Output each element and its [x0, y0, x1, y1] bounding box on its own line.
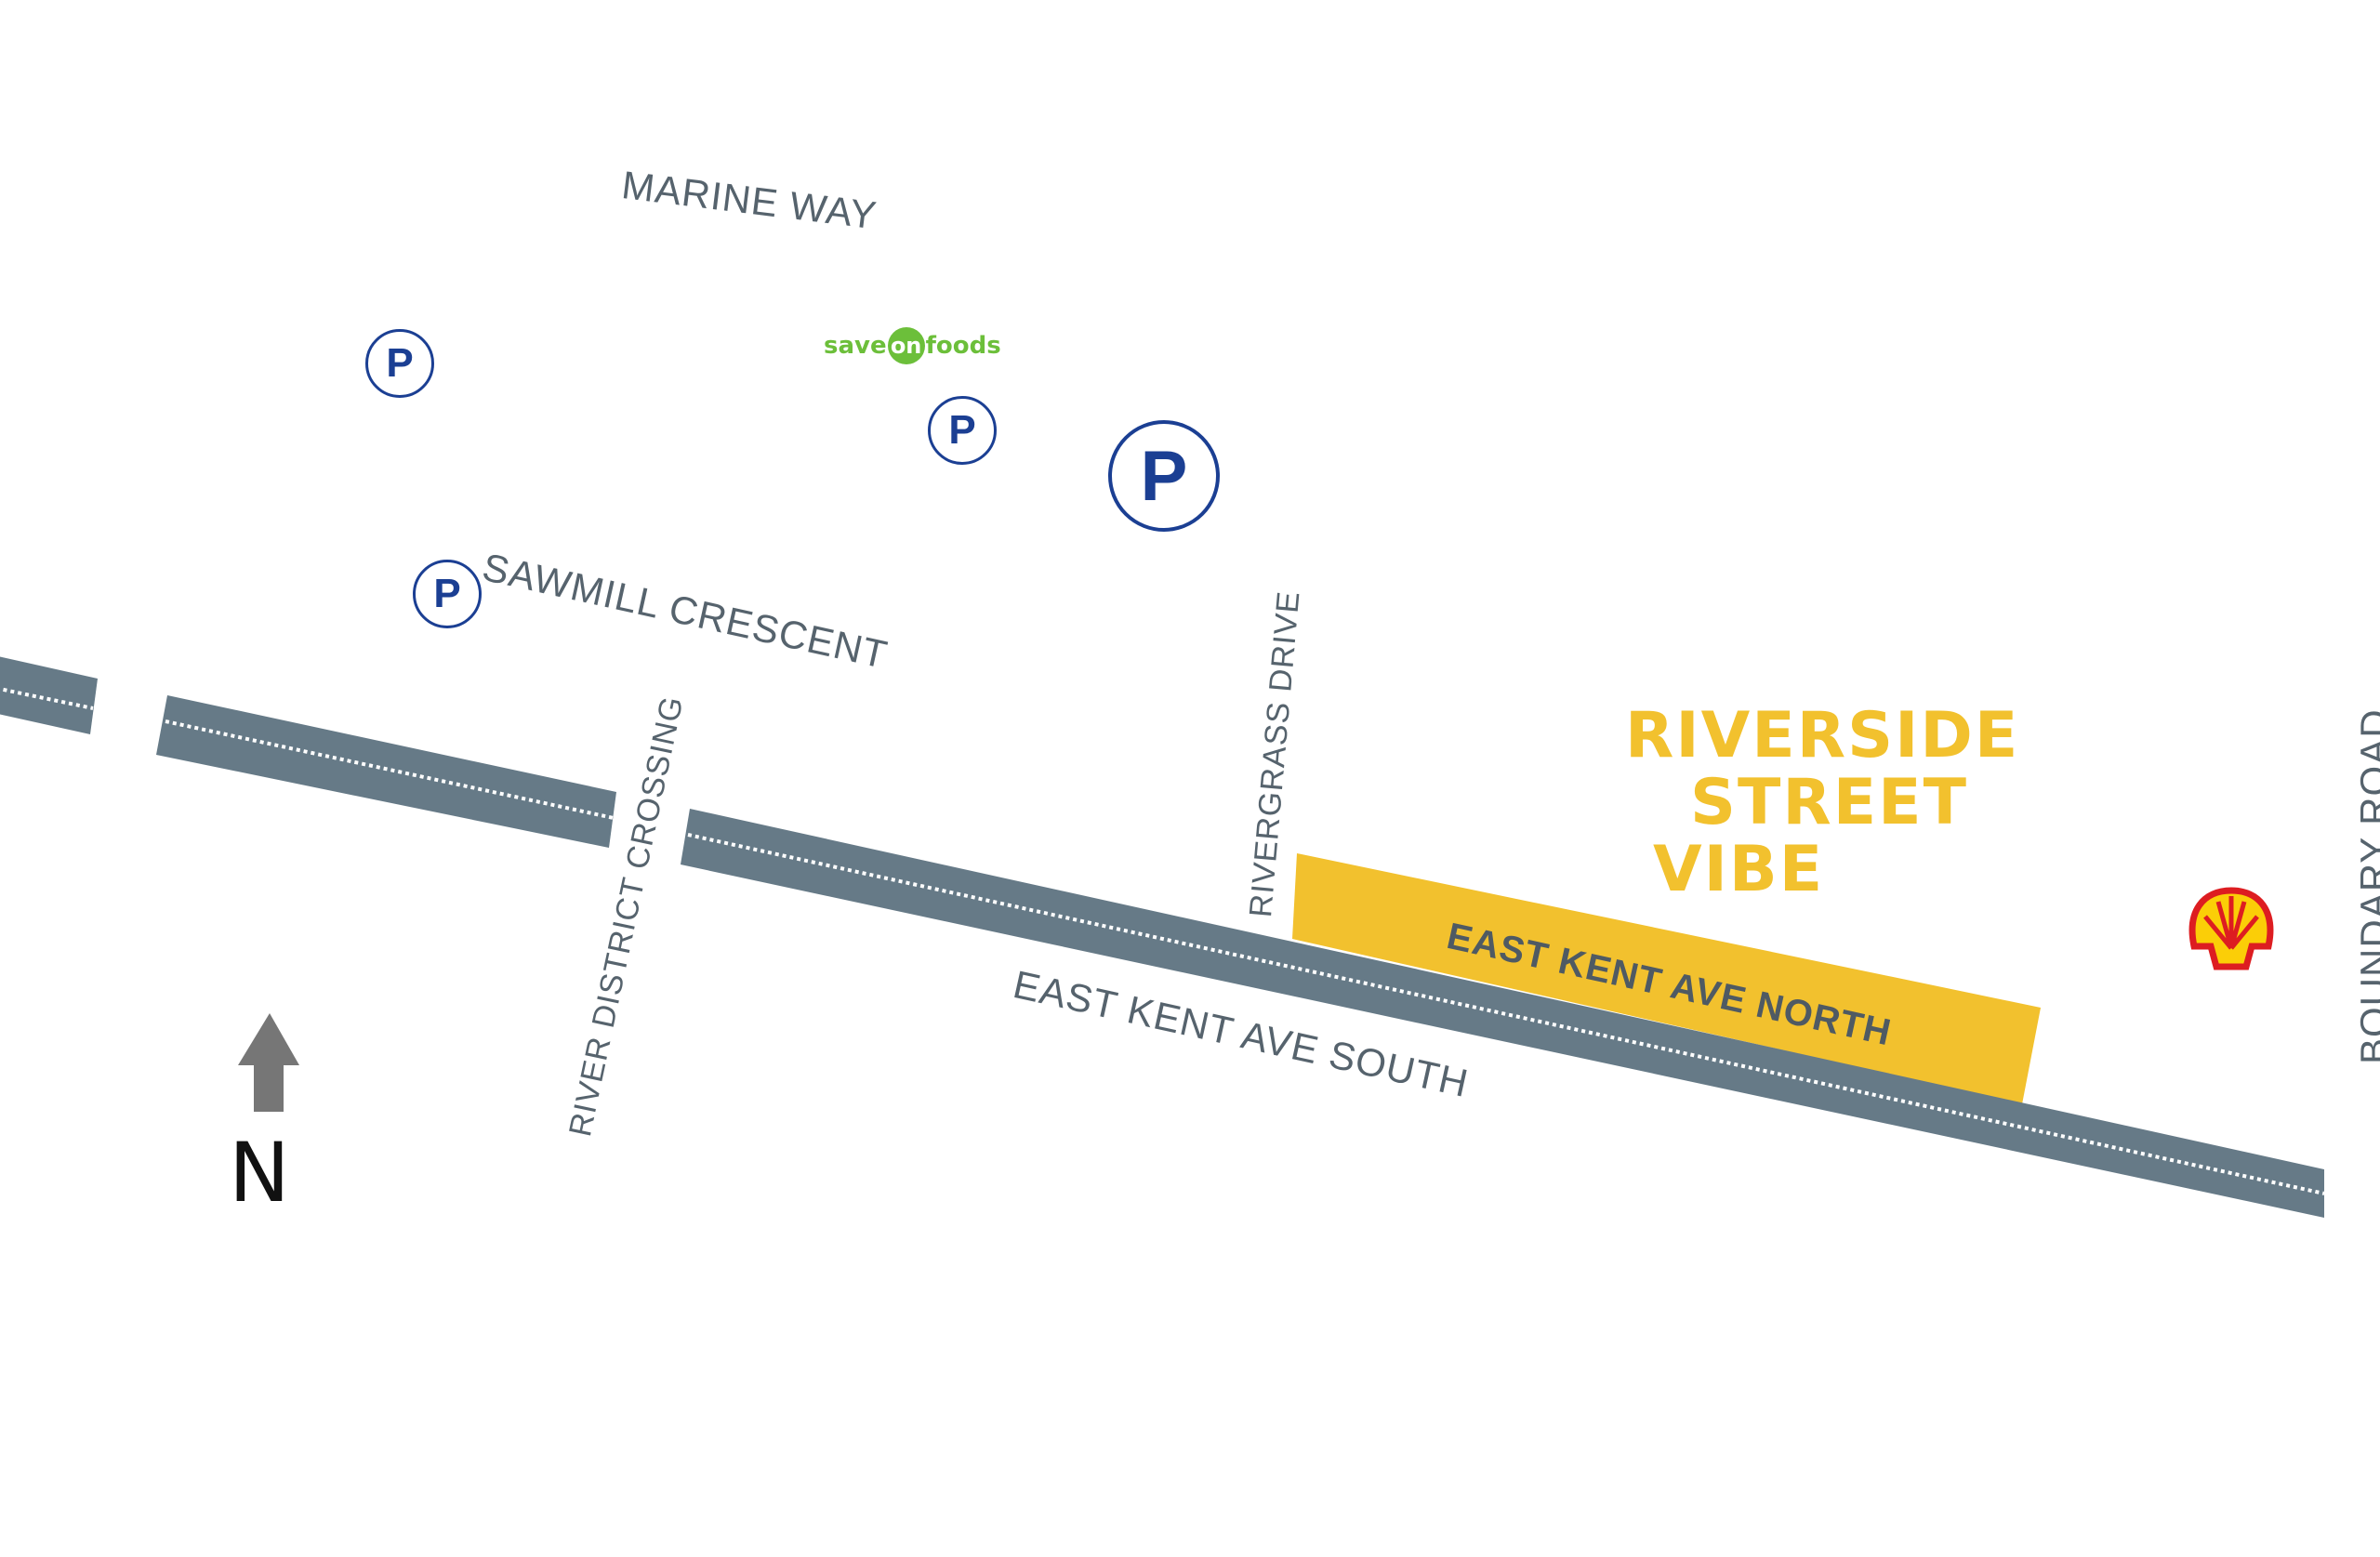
logo-text-foods: foods	[925, 332, 1001, 360]
parking-icon[interactable]: P	[928, 396, 997, 465]
north-arrow-icon	[238, 1013, 299, 1112]
railway	[0, 656, 2325, 1218]
event-title-line1: RIVERSIDE	[1625, 699, 2020, 772]
parking-icon[interactable]: P	[1108, 420, 1220, 532]
event-title-line3: VIBE	[1653, 833, 1825, 906]
compass-north-label: N	[229, 1125, 290, 1221]
event-title-line2: STREET	[1690, 766, 1969, 839]
rail-track-line	[165, 719, 615, 820]
shell-logo-icon[interactable]	[2188, 887, 2274, 970]
event-area[interactable]	[1292, 853, 2041, 1104]
logo-text-on: on	[887, 327, 925, 364]
parking-icon[interactable]: P	[413, 560, 482, 628]
parking-icon[interactable]: P	[365, 329, 434, 398]
rail-segment	[156, 695, 616, 848]
rail-segment	[0, 656, 98, 734]
logo-text-save: save	[824, 332, 887, 360]
street-label-boundary-road: BOUNDARY ROAD	[2352, 708, 2380, 1064]
